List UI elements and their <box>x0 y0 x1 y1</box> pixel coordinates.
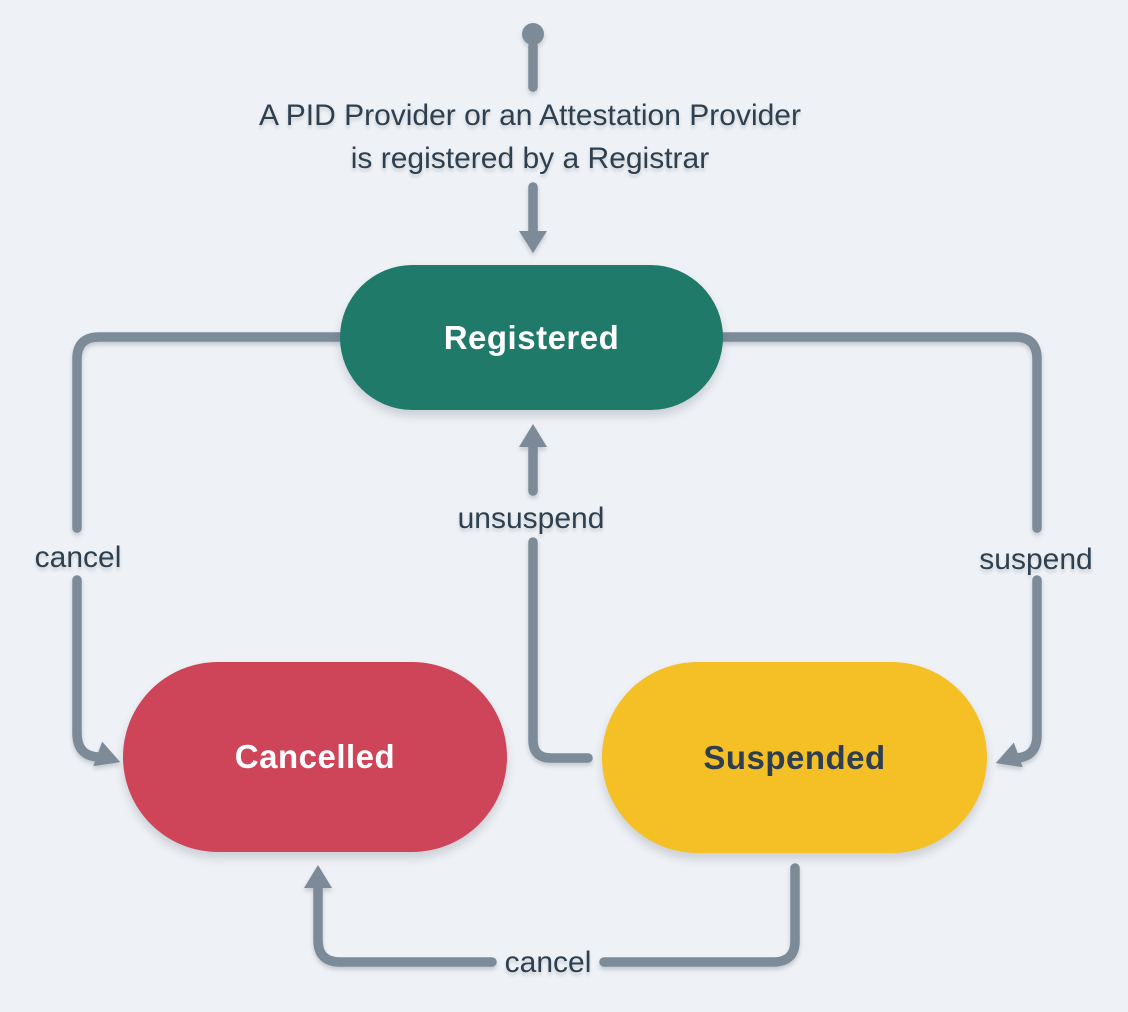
state-cancelled-label: Cancelled <box>234 738 396 775</box>
transition-label-cancel-left: cancel <box>34 541 122 574</box>
edge-registered-to-cancelled-upper <box>72 332 345 533</box>
state-registered: Registered <box>340 265 723 410</box>
arrowhead-down-icon <box>519 231 547 253</box>
arrowhead-left-icon <box>995 742 1023 768</box>
state-cancelled: Cancelled <box>123 662 507 852</box>
edge-registered-to-suspended-lower <box>1009 575 1042 763</box>
transition-label-suspend: suspend <box>979 543 1093 576</box>
arrowhead-up-icon <box>519 424 547 447</box>
edge-registered-to-suspended-upper <box>718 332 1042 533</box>
state-suspended-label: Suspended <box>703 738 886 776</box>
edge-suspended-to-cancelled-right <box>599 863 800 967</box>
edge-registered-to-cancelled-lower <box>72 575 105 762</box>
edge-suspended-to-cancelled-left <box>313 877 497 967</box>
arrowhead-right-icon <box>93 741 121 767</box>
transition-label-unsuspend: unsuspend <box>457 502 605 535</box>
edge-suspended-to-registered-lower <box>528 537 593 763</box>
start-annotation-line2: is registered by a Registrar <box>350 142 710 175</box>
state-registered-label: Registered <box>443 318 620 356</box>
start-annotation: A PID Provider or an Attestation Provide… <box>259 94 801 180</box>
start-node-icon <box>522 23 544 45</box>
arrowhead-up-icon <box>304 865 332 888</box>
start-annotation-line1: A PID Provider or an Attestation Provide… <box>259 99 801 132</box>
state-suspended: Suspended <box>602 662 987 853</box>
transition-label-cancel-bottom: cancel <box>504 946 592 979</box>
